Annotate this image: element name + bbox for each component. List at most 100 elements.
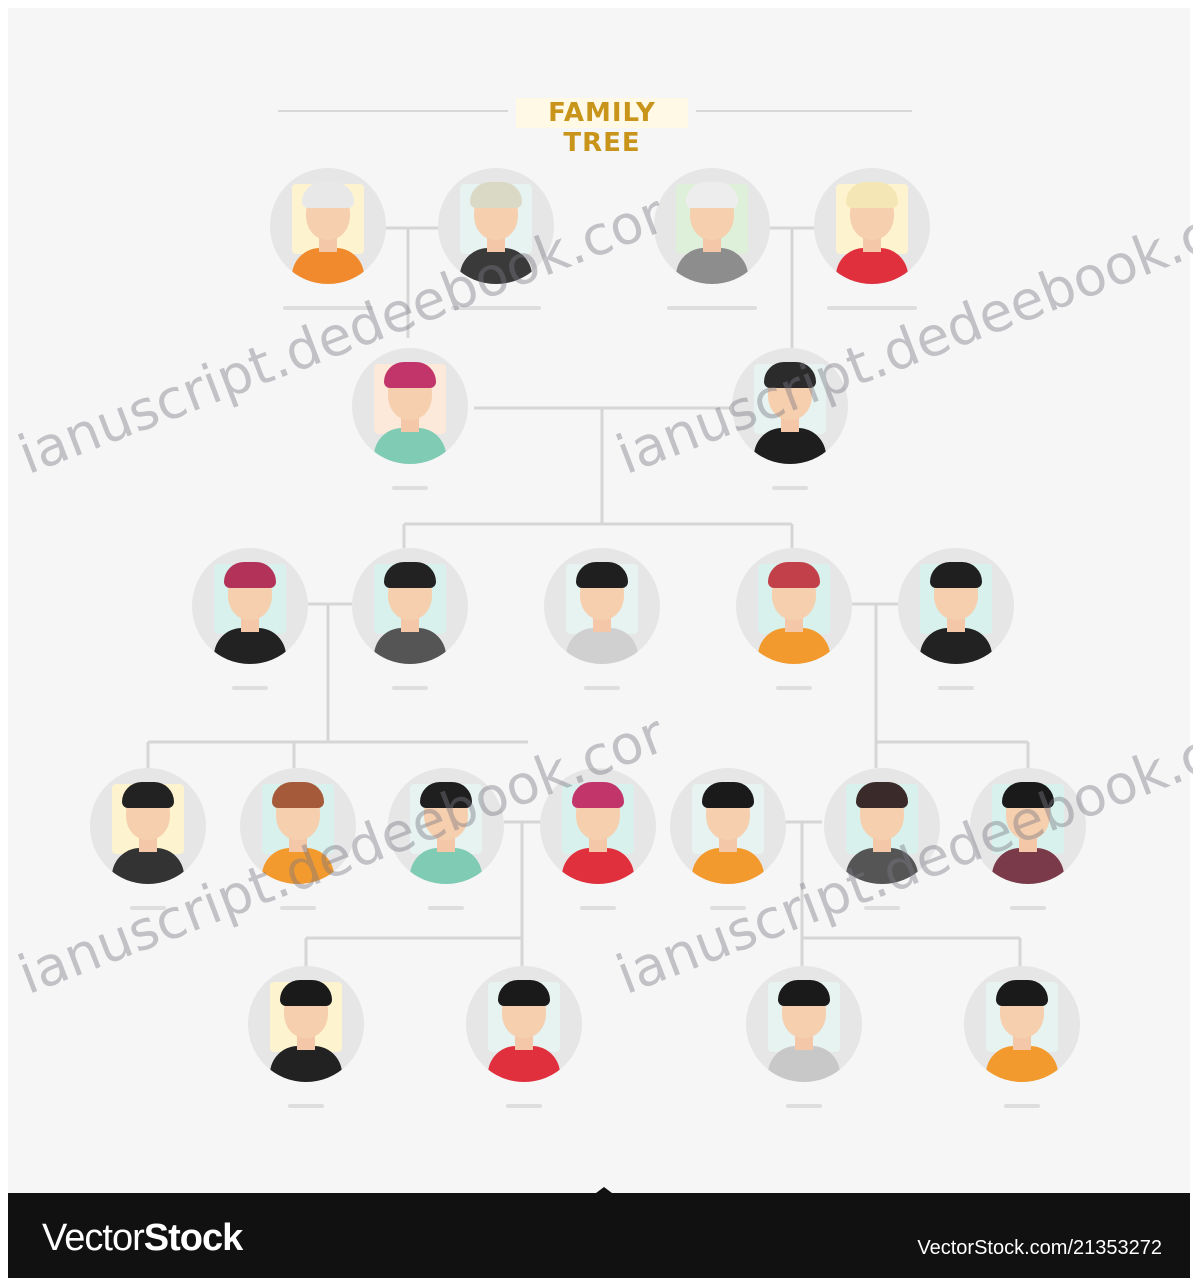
father-tuxedo-icon xyxy=(732,348,848,464)
avatar-clothing xyxy=(562,848,634,884)
avatar-hair xyxy=(686,182,738,208)
avatar-hair xyxy=(384,562,436,588)
avatar-hair xyxy=(224,562,276,588)
family-member xyxy=(352,348,468,490)
family-member xyxy=(964,966,1080,1108)
boy-blue-cap-icon xyxy=(746,966,862,1082)
man-gray-suit-icon xyxy=(352,548,468,664)
grandfather-gray-suit-icon xyxy=(654,168,770,284)
name-label-placeholder xyxy=(130,906,166,910)
avatar-clothing xyxy=(692,848,764,884)
connector-lines xyxy=(146,226,1030,966)
name-label-placeholder xyxy=(667,306,757,310)
avatar-hair xyxy=(1002,782,1054,808)
image-id: VectorStock.com/21353272 xyxy=(917,1237,1162,1259)
avatar-clothing xyxy=(262,848,334,884)
avatar-hair xyxy=(302,182,354,208)
diagram-title: FAMILY TREE xyxy=(516,98,688,158)
man-beard-suit-icon xyxy=(824,768,940,884)
avatar-hair xyxy=(768,562,820,588)
name-label-placeholder xyxy=(786,1104,822,1108)
avatar-hair xyxy=(576,562,628,588)
avatar-clothing xyxy=(214,628,286,664)
avatar-clothing xyxy=(292,248,364,284)
avatar-clothing xyxy=(992,848,1064,884)
avatar-clothing xyxy=(986,1046,1058,1082)
name-label-placeholder xyxy=(864,906,900,910)
name-label-placeholder xyxy=(232,686,268,690)
avatar-clothing xyxy=(410,848,482,884)
family-member xyxy=(654,168,770,310)
family-member xyxy=(192,548,308,690)
woman-pink-hair-icon xyxy=(540,768,656,884)
family-member xyxy=(90,768,206,910)
diagram-canvas: FAMILY TREE xyxy=(8,8,1193,1193)
avatar-hair xyxy=(470,182,522,208)
avatar-hair xyxy=(498,980,550,1006)
grandmother-red-dress-icon xyxy=(814,168,930,284)
grandmother-dark-dress-icon xyxy=(438,168,554,284)
title-rule-right xyxy=(696,110,912,112)
avatar-hair xyxy=(930,562,982,588)
name-label-placeholder xyxy=(506,1104,542,1108)
avatar-hair xyxy=(280,980,332,1006)
avatar-clothing xyxy=(768,1046,840,1082)
vectorstock-footer: VectorStock VectorStock.com/21353272 xyxy=(8,1187,1190,1278)
name-label-placeholder xyxy=(1010,906,1046,910)
family-member xyxy=(248,966,364,1108)
man-glasses-icon xyxy=(544,548,660,664)
family-member xyxy=(898,548,1014,690)
avatar-clothing xyxy=(488,1046,560,1082)
avatar-hair xyxy=(122,782,174,808)
avatar-hair xyxy=(996,980,1048,1006)
name-label-placeholder xyxy=(1004,1104,1040,1108)
name-label-placeholder xyxy=(827,306,917,310)
woman-bun-hair-icon xyxy=(970,768,1086,884)
avatar-clothing xyxy=(920,628,992,664)
girl-bow-hair-icon xyxy=(964,966,1080,1082)
avatar-clothing xyxy=(754,428,826,464)
name-label-placeholder xyxy=(584,686,620,690)
family-member xyxy=(736,548,852,690)
man-teal-shirt-icon xyxy=(388,768,504,884)
avatar-hair xyxy=(272,782,324,808)
name-label-placeholder xyxy=(938,686,974,690)
avatar-hair xyxy=(846,182,898,208)
family-member xyxy=(270,168,386,310)
avatar-clothing xyxy=(846,848,918,884)
avatar-hair xyxy=(420,782,472,808)
family-member xyxy=(352,548,468,690)
avatar-clothing xyxy=(836,248,908,284)
girl-pigtails-icon xyxy=(248,966,364,1082)
family-member xyxy=(970,768,1086,910)
family-member xyxy=(732,348,848,490)
man-black-sweater-icon xyxy=(898,548,1014,664)
avatar-clothing xyxy=(566,628,638,664)
logo-word-stock: Stock xyxy=(143,1217,243,1259)
family-member xyxy=(746,966,862,1108)
avatar-clothing xyxy=(758,628,830,664)
avatar-hair xyxy=(764,362,816,388)
name-label-placeholder xyxy=(280,906,316,910)
avatar-clothing xyxy=(676,248,748,284)
family-member xyxy=(438,168,554,310)
woman-long-black-hair-icon xyxy=(670,768,786,884)
avatar-hair xyxy=(572,782,624,808)
family-member xyxy=(240,768,356,910)
family-member xyxy=(670,768,786,910)
family-member xyxy=(814,168,930,310)
avatar-hair xyxy=(856,782,908,808)
vectorstock-logo: VectorStock xyxy=(42,1217,243,1260)
name-label-placeholder xyxy=(428,906,464,910)
gamer-headphones-icon xyxy=(90,768,206,884)
woman-brown-hair-icon xyxy=(240,768,356,884)
avatar-clothing xyxy=(460,248,532,284)
name-label-placeholder xyxy=(392,486,428,490)
name-label-placeholder xyxy=(451,306,541,310)
family-member xyxy=(544,548,660,690)
woman-curly-pink-hair-icon xyxy=(192,548,308,664)
title-rule-left xyxy=(278,110,508,112)
family-member xyxy=(388,768,504,910)
family-member xyxy=(466,966,582,1108)
name-label-placeholder xyxy=(283,306,373,310)
